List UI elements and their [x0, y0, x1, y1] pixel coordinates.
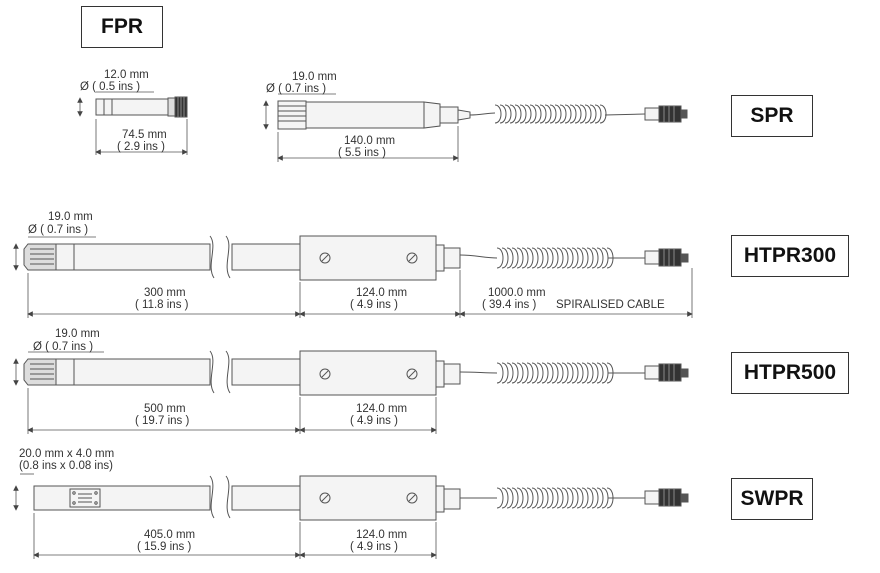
spr-length-mm: 140.0 mm	[344, 135, 395, 147]
htpr500-sensor-tip	[23, 358, 57, 386]
htpr500-connector	[608, 363, 689, 382]
htpr500-probe-tube	[73, 358, 211, 386]
htpr300-probe-length-mm: 300 mm	[144, 287, 186, 299]
fpr-dimensions	[77, 91, 188, 155]
htpr500-label: HTPR500	[731, 352, 849, 394]
htpr500-dimensions	[13, 351, 437, 434]
spr-probe-drawing	[277, 100, 496, 130]
htpr300-probe-length-in: ( 11.8 ins )	[135, 299, 189, 311]
swpr-probe-length-in: ( 15.9 ins )	[137, 541, 191, 553]
htpr300-handle-length-in: ( 4.9 ins )	[350, 299, 398, 311]
spr-dimensions	[263, 93, 459, 162]
swpr-label: SWPR	[731, 478, 813, 520]
htpr500-handle-length-mm: 124.0 mm	[356, 403, 407, 415]
spr-connector	[604, 105, 688, 123]
htpr500-spiral-cable	[496, 362, 614, 384]
fpr-diameter-in: Ø ( 0.5 ins )	[80, 81, 140, 93]
cable-coil-loops	[496, 362, 614, 384]
swpr-dimensions	[13, 473, 437, 559]
htpr300-diameter-in: Ø ( 0.7 ins )	[28, 224, 88, 236]
htpr300-diameter-mm: 19.0 mm	[48, 211, 93, 223]
spr-diameter-mm: 19.0 mm	[292, 71, 337, 83]
spr-spiral-cable	[494, 104, 607, 124]
cable-coil-loops	[494, 104, 607, 124]
swpr-size-in: (0.8 ins x 0.08 ins)	[19, 460, 113, 472]
cable-coil-loops	[496, 487, 614, 509]
htpr300-label: HTPR300	[731, 235, 849, 277]
htpr300-dimensions	[13, 236, 693, 318]
spr-handle	[305, 101, 425, 129]
swpr-probe-drawing	[33, 475, 497, 521]
spr-sensor-head	[277, 100, 307, 130]
fpr-length-mm: 74.5 mm	[122, 129, 167, 141]
fpr-length-in: ( 2.9 ins )	[117, 141, 165, 153]
fpr-diameter-mm: 12.0 mm	[104, 69, 149, 81]
swpr-probe-length-mm: 405.0 mm	[144, 529, 195, 541]
htpr500-diameter-mm: 19.0 mm	[55, 328, 100, 340]
htpr300-connector	[608, 248, 689, 267]
spr-label: SPR	[731, 95, 813, 137]
htpr300-handle-length-mm: 124.0 mm	[356, 287, 407, 299]
htpr300-probe-tube	[73, 243, 211, 271]
htpr500-handle-length-in: ( 4.9 ins )	[350, 415, 398, 427]
htpr500-probe-drawing	[23, 350, 498, 396]
swpr-connector	[608, 488, 689, 507]
htpr500-probe-length-mm: 500 mm	[144, 403, 186, 415]
swpr-handle-length-mm: 124.0 mm	[356, 529, 407, 541]
htpr300-spiral-cable	[496, 247, 614, 269]
htpr500-diameter-in: Ø ( 0.7 ins )	[33, 341, 93, 353]
htpr500-probe-length-in: ( 19.7 ins )	[135, 415, 189, 427]
swpr-spiral-cable	[496, 487, 614, 509]
htpr300-cable-length-mm: 1000.0 mm	[488, 287, 546, 299]
fpr-body	[95, 98, 169, 116]
fpr-probe-drawing	[95, 96, 188, 118]
swpr-handle-length-in: ( 4.9 ins )	[350, 541, 398, 553]
htpr300-cable-length-in: ( 39.4 ins )	[482, 299, 536, 311]
swpr-size-mm: 20.0 mm x 4.0 mm	[19, 448, 114, 460]
fpr-label: FPR	[81, 6, 163, 48]
spr-length-in: ( 5.5 ins )	[338, 147, 386, 159]
htpr300-probe-drawing	[23, 235, 498, 281]
htpr300-cable-note: SPIRALISED CABLE	[556, 299, 665, 311]
spr-diameter-in: Ø ( 0.7 ins )	[266, 83, 326, 95]
cable-coil-loops	[496, 247, 614, 269]
htpr300-sensor-tip	[23, 243, 57, 271]
swpr-sword-blade	[33, 485, 211, 511]
